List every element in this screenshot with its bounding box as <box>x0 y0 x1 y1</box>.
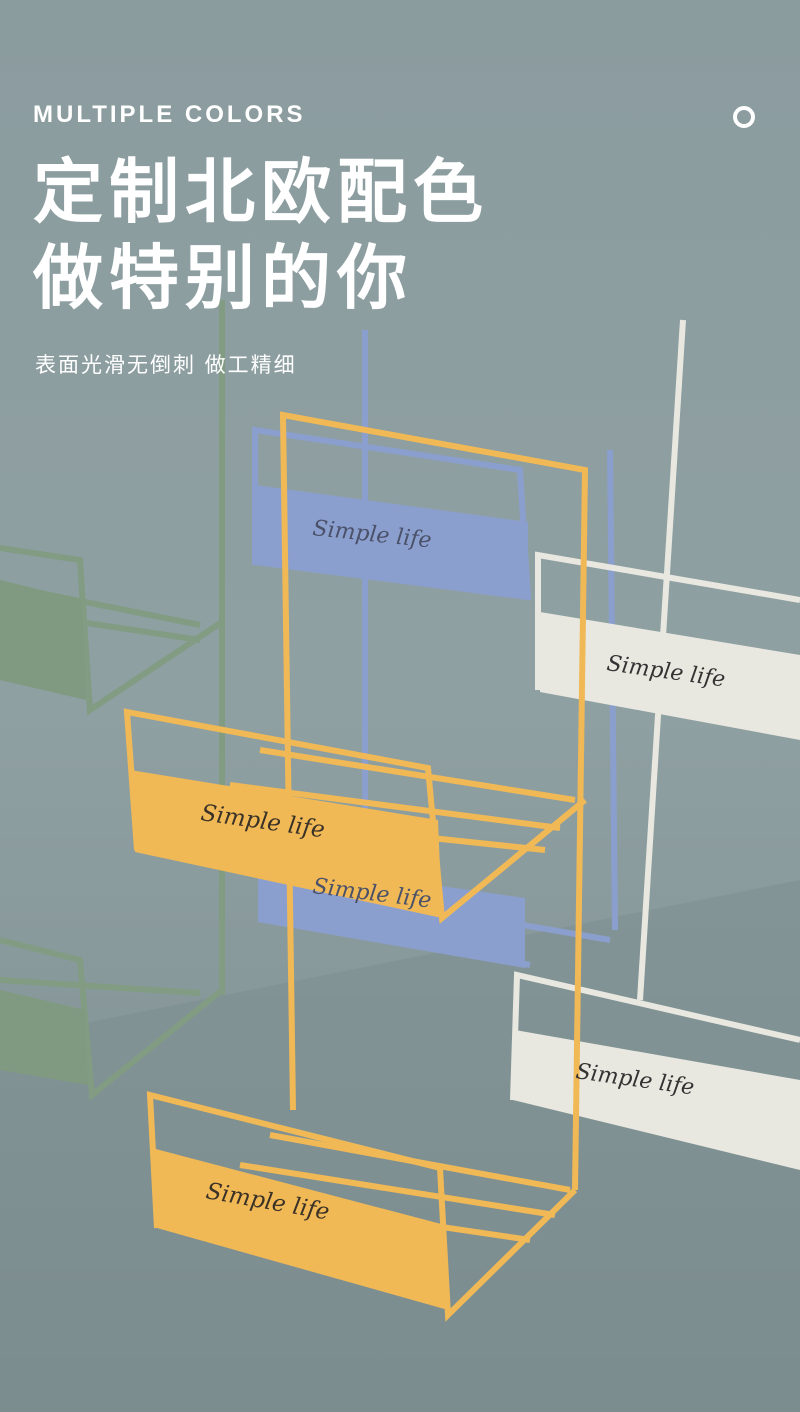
yellow-panel-top <box>130 770 442 918</box>
yellow-rack <box>123 411 589 1322</box>
floor <box>0 880 800 1412</box>
headline-line-1: 定制北欧配色 <box>33 151 489 233</box>
headline-line-2: 做特别的你 <box>33 237 413 319</box>
subtitle: 表面光滑无倒刺 做工精细 <box>35 353 297 377</box>
english-title: MULTIPLE COLORS <box>33 101 306 128</box>
ring-icon <box>733 106 755 128</box>
green-panel-top <box>0 580 86 700</box>
white-panel-top <box>540 612 800 740</box>
blue-panel-top <box>255 485 528 600</box>
green-rack <box>0 300 225 1101</box>
white-panel-bottom <box>513 1030 800 1170</box>
yellow-panel-bottom <box>152 1148 448 1310</box>
green-panel-bottom <box>0 990 88 1085</box>
